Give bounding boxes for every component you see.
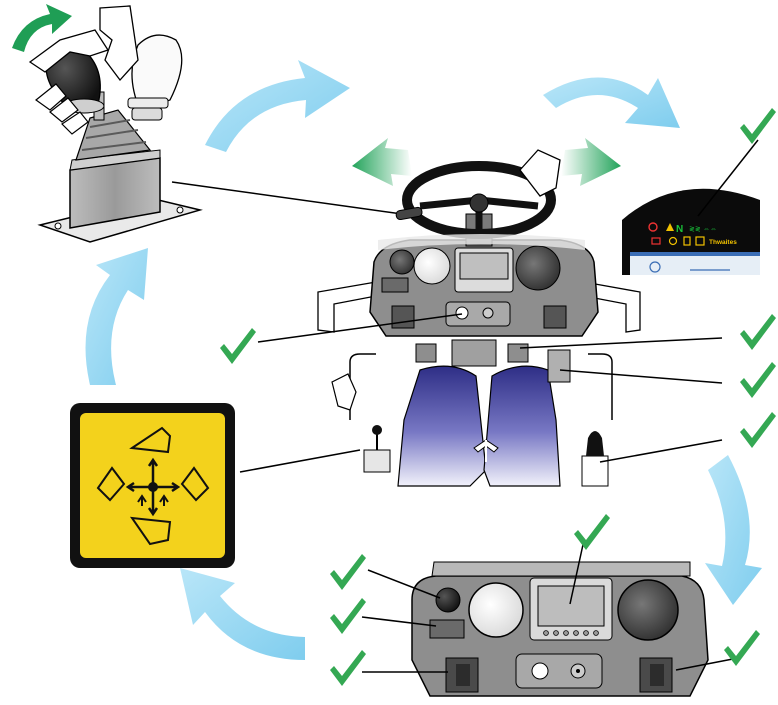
check-mark-icon [740, 314, 776, 350]
callout-lines [361, 539, 739, 673]
curved-green-arrow-icon [12, 4, 72, 52]
check-mark-icon [740, 108, 776, 144]
green-arrow-right-icon [561, 138, 621, 186]
check-mark-icon [724, 630, 760, 666]
check-marks [220, 108, 776, 686]
check-mark-icon [740, 362, 776, 398]
joystick-illustration [28, 5, 203, 243]
check-mark-icon [574, 514, 610, 550]
cab-overview-illustration [317, 149, 641, 487]
blue-curved-arrow-icon [85, 60, 762, 660]
check-mark-icon [330, 650, 366, 686]
check-mark-icon [330, 598, 366, 634]
check-mark-icon [740, 412, 776, 448]
callout-line [171, 181, 403, 215]
bucket-direction-decal-icon [70, 403, 235, 568]
dash-panel-closeup-illustration [411, 561, 709, 697]
callout-line [697, 139, 759, 217]
check-mark-icon [330, 554, 366, 590]
green-arrow-left-icon [352, 138, 412, 186]
dash-display-illustration: N ≷≷ ⇔⇔ Thwaites [622, 188, 760, 275]
brand-label: Thwaites [709, 239, 737, 246]
callout-lines [239, 313, 723, 473]
svg-text:⇔⇔: ⇔⇔ [703, 226, 717, 233]
check-mark-icon [220, 328, 256, 364]
svg-text:≷≷: ≷≷ [689, 226, 701, 233]
gear-indicator: N [676, 224, 683, 235]
